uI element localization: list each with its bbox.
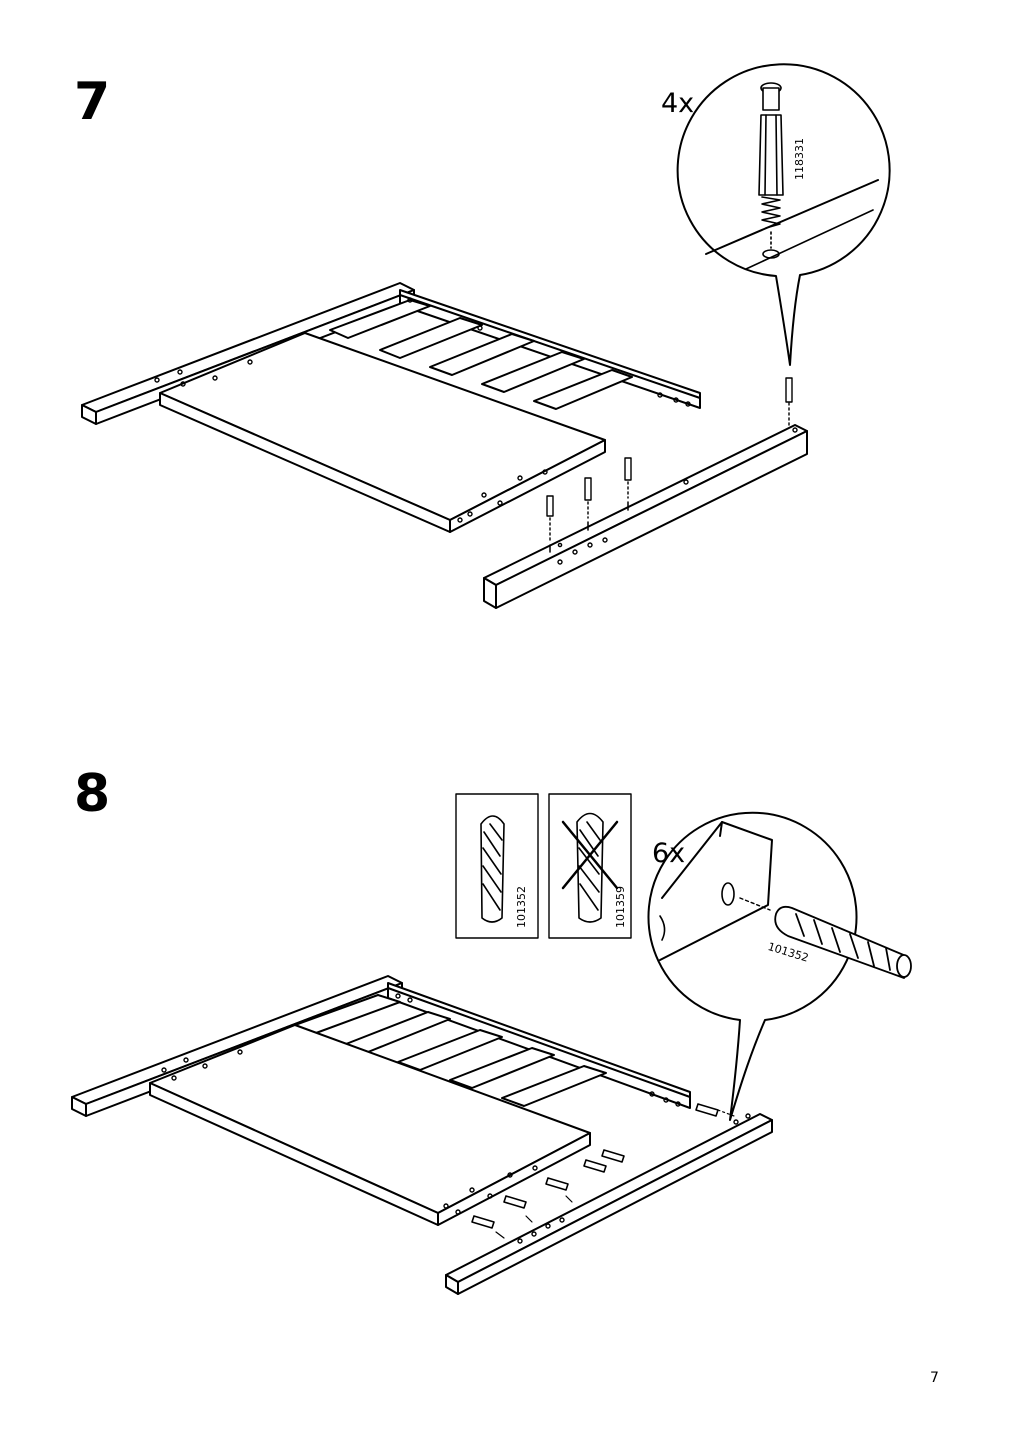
step-7-number: 7 xyxy=(74,72,111,132)
step-8-dowels xyxy=(471,1103,735,1239)
step-7-quantity: 4x xyxy=(661,88,695,119)
step-8-bed-frame xyxy=(71,975,691,1226)
wrong-dowel-code: 101359 xyxy=(614,886,627,928)
step-8-detail-callout xyxy=(647,811,858,1121)
connector-bolt-icon xyxy=(758,82,784,249)
step-8-front-rail xyxy=(445,1113,773,1295)
step-7-bed-frame xyxy=(81,282,701,533)
step-7-part-code: 118331 xyxy=(793,138,806,180)
step-8-number: 8 xyxy=(74,764,111,824)
dowel-wrong-box xyxy=(548,793,632,939)
step-7-front-rail xyxy=(483,424,808,609)
wooden-dowel-icon xyxy=(480,815,505,923)
step-7-connector-bolts xyxy=(546,377,793,544)
correct-dowel-code: 101352 xyxy=(515,886,528,928)
cross-mark-icon xyxy=(561,820,619,890)
wooden-dowel-icon xyxy=(576,812,604,923)
dowel-correct-box xyxy=(455,793,539,939)
step-8-quantity: 6x xyxy=(652,838,686,869)
wooden-dowel-icon xyxy=(774,905,912,979)
page-number: 7 xyxy=(930,1370,939,1386)
step-7-detail-callout xyxy=(676,63,891,366)
